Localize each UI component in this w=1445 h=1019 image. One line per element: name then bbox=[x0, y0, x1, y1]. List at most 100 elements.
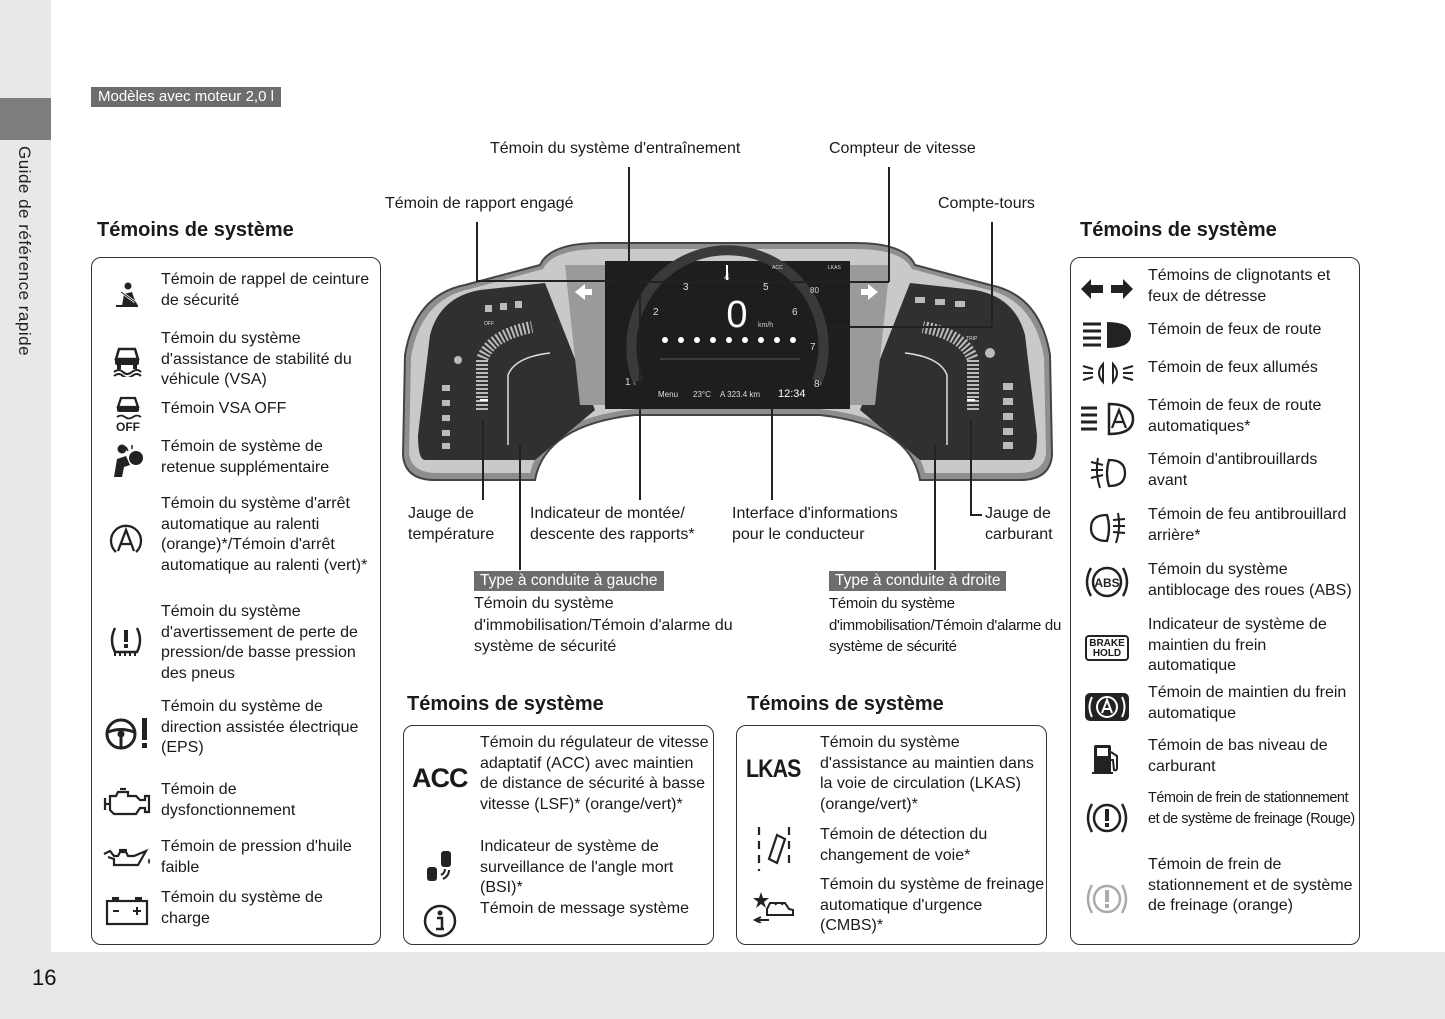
item-text: Témoin de rappel de ceinture de sécurité bbox=[161, 271, 370, 309]
rhd-text: Témoin du système d'immobilisation/Témoi… bbox=[829, 595, 1061, 655]
item-text: Témoin VSA OFF bbox=[161, 400, 287, 417]
item-text: Témoin de pression d'huile faible bbox=[161, 838, 352, 876]
brake-hold-icon: BRAKE HOLD bbox=[1085, 635, 1129, 661]
fuel-gauge bbox=[904, 321, 979, 445]
eps-icon bbox=[105, 718, 147, 750]
speed-value: 0 bbox=[726, 294, 747, 336]
callout-tachometer: Compte-tours bbox=[938, 195, 1035, 212]
item-text: Témoin du système d'assistance au mainti… bbox=[820, 734, 1034, 813]
item-text: Témoin du système de freinage automatiqu… bbox=[820, 876, 1045, 934]
right-panel: Témoins de clignotants et feux de détres… bbox=[1070, 257, 1360, 945]
off-label: OFF bbox=[484, 321, 494, 327]
item-text: Témoin du système d'assistance de stabil… bbox=[161, 330, 352, 388]
side-tab bbox=[0, 98, 51, 140]
footer-bar bbox=[0, 952, 1445, 1019]
acc-icon: ACC bbox=[412, 763, 468, 793]
right-panel-title: Témoins de système bbox=[1080, 219, 1277, 241]
bottom-left-panel: ACC Témoin du régulateur de vitesse adap… bbox=[403, 725, 714, 945]
parking-brake-orange-icon bbox=[1086, 884, 1128, 914]
callout-drive-system: Témoin du système d'entraînement bbox=[490, 140, 741, 157]
callout-temp-gauge: Jauge de température bbox=[408, 505, 495, 543]
tach-mark: 1 bbox=[625, 377, 631, 388]
leader-line bbox=[934, 445, 936, 570]
lhd-text: Témoin du système d'immobilisation/Témoi… bbox=[474, 595, 733, 655]
abs-icon: ABS bbox=[1085, 566, 1129, 598]
bottom-right-panel: LKAS Témoin du système d'assistance au m… bbox=[736, 725, 1047, 945]
leader-line bbox=[628, 167, 630, 262]
item-text: Témoin de frein de stationnement et de s… bbox=[1148, 856, 1353, 914]
item-text: Indicateur de système de maintien du fre… bbox=[1148, 616, 1327, 674]
leader-line bbox=[476, 280, 616, 282]
callout-driver-info: Interface d'informations pour le conduct… bbox=[732, 505, 898, 543]
item-text: Témoin d'antibrouillards avant bbox=[1148, 451, 1318, 489]
tach-mark: 7 bbox=[810, 342, 816, 353]
tire-pressure-icon bbox=[110, 627, 142, 656]
vsa-icon bbox=[113, 347, 142, 377]
trip-label: TRIP bbox=[966, 336, 978, 342]
leader-line bbox=[771, 405, 773, 500]
lights-on-icon bbox=[1082, 361, 1134, 385]
item-text: Témoin de dysfonctionnement bbox=[161, 781, 296, 819]
turn-signal-icon bbox=[1081, 279, 1133, 299]
oil-icon bbox=[103, 848, 150, 867]
item-text: Témoin du système d'arrêt automatique au… bbox=[161, 495, 368, 574]
battery-icon bbox=[105, 897, 149, 926]
leader-line bbox=[519, 445, 521, 570]
lkas-label: LKAS bbox=[828, 265, 841, 271]
vsa-off-icon: OFF bbox=[116, 396, 142, 433]
airbag-icon bbox=[114, 444, 143, 477]
item-text: Témoin de message système bbox=[480, 900, 689, 917]
leader-line bbox=[639, 284, 641, 500]
auto-idle-stop-icon bbox=[109, 524, 143, 553]
side-bar bbox=[0, 0, 51, 952]
leader-line bbox=[970, 514, 982, 516]
tach-mark: 8 bbox=[814, 379, 820, 390]
tach-mark: 5 bbox=[763, 282, 769, 293]
leader-line bbox=[482, 420, 484, 500]
callout-speedometer: Compteur de vitesse bbox=[829, 140, 976, 157]
cmbs-icon bbox=[753, 892, 794, 923]
callout-fuel-gauge: Jauge de carburant bbox=[985, 505, 1053, 543]
item-text: Témoin de feux de route automatiques* bbox=[1148, 397, 1322, 435]
shift-dots bbox=[662, 337, 796, 343]
model-label: Modèles avec moteur 2,0 l bbox=[91, 87, 281, 107]
leader-line bbox=[991, 222, 993, 327]
instrument-cluster: 1 2 3 4 5 6 7 8 0 km/h Menu 23°C A 323.4… bbox=[401, 242, 1054, 481]
item-text: Témoin de maintien du frein automatique bbox=[1148, 684, 1347, 722]
item-text: Témoin du système de direction assistée … bbox=[161, 698, 359, 756]
bottom-right-panel-title: Témoins de système bbox=[747, 693, 944, 715]
svg-text:OFF: OFF bbox=[116, 420, 140, 433]
item-text: Témoin du système de charge bbox=[161, 889, 323, 927]
rear-fog-icon bbox=[1089, 512, 1126, 544]
left-arrow-icon bbox=[575, 284, 592, 300]
auto-high-beam-icon bbox=[1081, 402, 1135, 436]
right-arrow-icon bbox=[861, 284, 878, 300]
bsi-icon bbox=[427, 851, 451, 881]
item-text: Témoin de système de retenue supplémenta… bbox=[161, 438, 330, 476]
item-text: Indicateur de système de surveillance de… bbox=[480, 838, 674, 896]
callout-shift-indicator: Indicateur de montée/ descente des rappo… bbox=[530, 505, 695, 543]
lkas-icon: LKAS bbox=[746, 755, 801, 783]
item-text: Témoins de clignotants et feux de détres… bbox=[1148, 267, 1331, 305]
acc-label: ACC bbox=[772, 265, 783, 271]
temp-gauge bbox=[476, 321, 551, 445]
left-panel-title: Témoins de système bbox=[97, 219, 294, 241]
speed-unit: km/h bbox=[758, 322, 773, 329]
callout-gear-position: Témoin de rapport engagé bbox=[385, 195, 574, 212]
seatbelt-icon bbox=[116, 282, 138, 307]
speed-80-label: 80 bbox=[810, 286, 819, 295]
item-text: Témoin du système d'avertissement de per… bbox=[161, 603, 358, 682]
item-text: Témoin de frein de stationnement et de s… bbox=[1148, 790, 1355, 827]
item-text: Témoin de détection du changement de voi… bbox=[820, 826, 988, 864]
bottom-left-panel-title: Témoins de système bbox=[407, 693, 604, 715]
item-text: Témoin de bas niveau de carburant bbox=[1148, 737, 1328, 775]
left-panel: Témoin de rappel de ceinture de sécurité… bbox=[91, 257, 381, 945]
rhd-tag: Type à conduite à droite bbox=[829, 571, 1007, 591]
item-text: Témoin de feux allumés bbox=[1148, 359, 1318, 376]
menu-label: Menu bbox=[658, 390, 678, 399]
tach-mark: 2 bbox=[653, 307, 659, 318]
item-text: Témoin de feu antibrouillard arrière* bbox=[1148, 506, 1347, 544]
lhd-tag: Type à conduite à gauche bbox=[474, 571, 664, 591]
info-icon bbox=[423, 904, 457, 938]
parking-brake-red-icon bbox=[1086, 803, 1128, 833]
